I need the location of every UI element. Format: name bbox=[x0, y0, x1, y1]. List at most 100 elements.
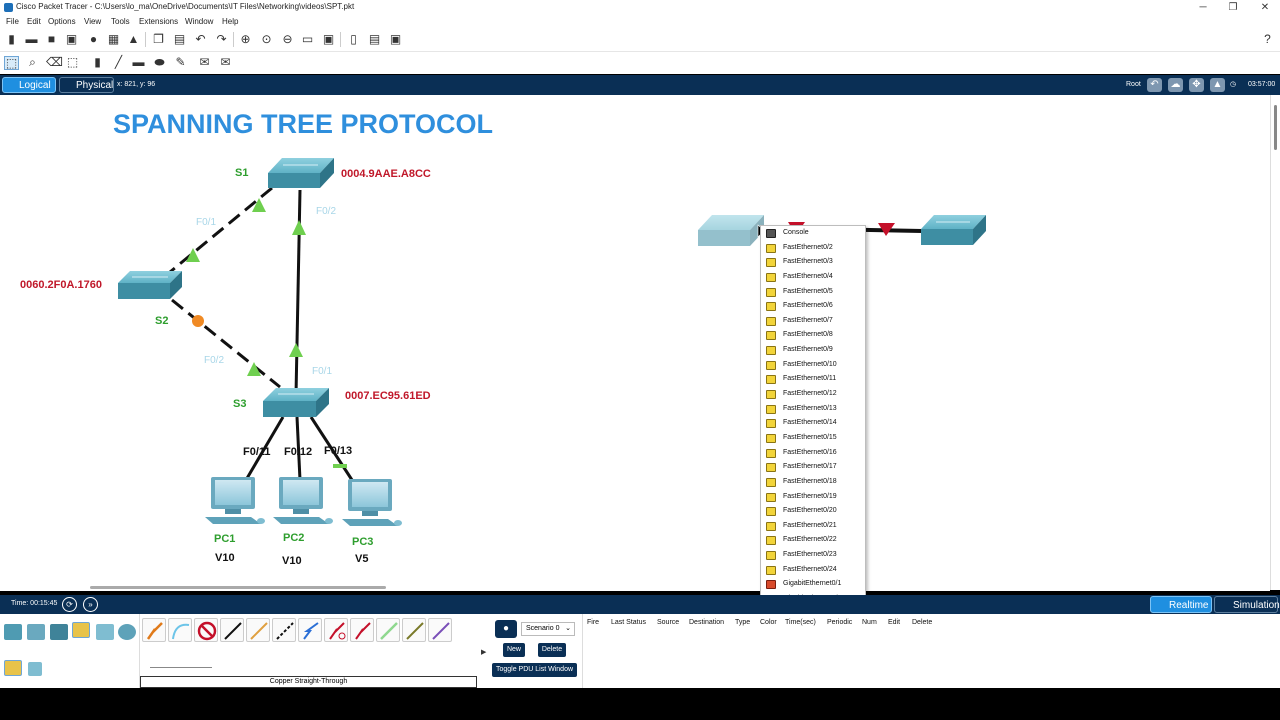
menu-view[interactable]: View bbox=[84, 17, 102, 26]
select-icon[interactable]: ⬚ bbox=[4, 56, 19, 70]
port-menu-item[interactable]: FastEthernet0/2 bbox=[761, 241, 865, 256]
menu-window[interactable]: Window bbox=[185, 17, 214, 26]
print-icon[interactable]: ▣ bbox=[65, 32, 78, 46]
paste-icon[interactable]: ▤ bbox=[173, 32, 186, 46]
col-source[interactable]: Source bbox=[657, 619, 680, 626]
port-menu-item[interactable]: GigabitEthernet0/1 bbox=[761, 577, 865, 592]
scenario-select[interactable]: Scenario 0 ⌄ bbox=[521, 622, 575, 636]
draw-ellipse-icon[interactable]: ⬬ bbox=[154, 55, 165, 69]
freeform-icon[interactable]: ✎ bbox=[175, 55, 186, 69]
port-menu-item[interactable]: FastEthernet0/8 bbox=[761, 328, 865, 343]
serial-dte-cable-icon[interactable] bbox=[350, 618, 374, 642]
menu-edit[interactable]: Edit bbox=[27, 17, 41, 26]
simple-pdu-icon[interactable]: ✉ bbox=[199, 55, 210, 69]
undo-icon[interactable]: ↶ bbox=[195, 32, 206, 46]
save-icon[interactable]: ■ bbox=[47, 32, 56, 46]
workspace-vertical-scrollbar[interactable] bbox=[1270, 95, 1280, 590]
cluster-icon[interactable]: ▯ bbox=[350, 32, 357, 46]
switch-s3[interactable] bbox=[263, 388, 329, 417]
crossover-cable-icon[interactable] bbox=[246, 618, 270, 642]
delete-scenario-button[interactable]: Delete bbox=[538, 643, 566, 657]
connections-icon[interactable] bbox=[72, 622, 90, 638]
menu-help[interactable]: Help bbox=[222, 17, 239, 26]
resize-icon[interactable]: ⬚ bbox=[66, 55, 79, 69]
port-menu-item[interactable]: FastEthernet0/7 bbox=[761, 314, 865, 329]
link-s2-s3[interactable] bbox=[171, 298, 281, 389]
switch-s1[interactable] bbox=[268, 158, 334, 188]
realtime-tab[interactable]: Realtime bbox=[1150, 596, 1212, 613]
port-menu-item[interactable]: FastEthernet0/6 bbox=[761, 299, 865, 314]
miscellaneous-icon[interactable] bbox=[96, 624, 114, 640]
network-wizard-icon[interactable]: ▦ bbox=[107, 32, 120, 46]
link-s3-pc3[interactable] bbox=[309, 416, 354, 481]
col-destination[interactable]: Destination bbox=[689, 619, 725, 626]
serial-dce-cable-icon[interactable] bbox=[324, 618, 348, 642]
menu-options[interactable]: Options bbox=[48, 17, 76, 26]
port-menu-item[interactable]: FastEthernet0/21 bbox=[761, 519, 865, 534]
col-delete[interactable]: Delete bbox=[912, 619, 933, 626]
col-edit[interactable]: Edit bbox=[888, 619, 901, 626]
menu-extensions[interactable]: Extensions bbox=[139, 17, 179, 26]
viewport-icon[interactable]: ▤ bbox=[368, 32, 381, 46]
redo-icon[interactable]: ↷ bbox=[216, 32, 227, 46]
switch-s2[interactable] bbox=[118, 271, 182, 299]
col-periodic[interactable]: Periodic bbox=[827, 619, 853, 626]
col-num[interactable]: Num bbox=[862, 619, 877, 626]
link-s3-pc2[interactable] bbox=[295, 416, 302, 481]
switch-right-b[interactable] bbox=[921, 215, 986, 245]
minimize-button[interactable]: ─ bbox=[1199, 2, 1207, 13]
port-menu-item[interactable]: FastEthernet0/4 bbox=[761, 270, 865, 285]
connections-subtype-icon[interactable] bbox=[4, 660, 22, 676]
components-icon[interactable] bbox=[50, 624, 68, 640]
fiber-cable-icon[interactable] bbox=[298, 618, 322, 642]
pc-3[interactable] bbox=[342, 479, 402, 526]
col-fire[interactable]: Fire bbox=[587, 619, 600, 626]
menu-file[interactable]: File bbox=[6, 17, 19, 26]
info-icon[interactable]: ● bbox=[89, 32, 98, 46]
port-menu-item[interactable]: FastEthernet0/5 bbox=[761, 285, 865, 300]
draw-rectangle-icon[interactable]: ▬ bbox=[132, 55, 145, 69]
link-s1-s3[interactable] bbox=[294, 189, 302, 396]
rollover-cable-icon[interactable] bbox=[272, 618, 296, 642]
port-menu-item[interactable]: FastEthernet0/14 bbox=[761, 416, 865, 431]
fast-forward-icon[interactable]: » bbox=[83, 597, 98, 612]
col-color[interactable]: Color bbox=[760, 619, 777, 626]
port-menu-item[interactable]: FastEthernet0/15 bbox=[761, 431, 865, 446]
multiuser-icon[interactable] bbox=[118, 624, 136, 640]
port-menu-item[interactable]: FastEthernet0/11 bbox=[761, 372, 865, 387]
zoom-in-icon[interactable]: ⊕ bbox=[240, 32, 251, 46]
activity-wizard-icon[interactable]: ▲ bbox=[127, 32, 140, 46]
switch-right-a[interactable] bbox=[698, 215, 764, 246]
port-menu-item[interactable]: FastEthernet0/20 bbox=[761, 504, 865, 519]
new-file-icon[interactable]: ▮ bbox=[8, 32, 15, 46]
port-menu-item[interactable]: FastEthernet0/9 bbox=[761, 343, 865, 358]
menu-tools[interactable]: Tools bbox=[111, 17, 130, 26]
end-devices-icon[interactable] bbox=[27, 624, 45, 640]
port-menu-item[interactable]: FastEthernet0/12 bbox=[761, 387, 865, 402]
cable-panel-scrollbar[interactable] bbox=[150, 667, 212, 668]
no-cable-icon[interactable] bbox=[194, 618, 218, 642]
port-menu-item[interactable]: FastEthernet0/24 bbox=[761, 563, 865, 578]
screenshot-icon[interactable]: ▣ bbox=[389, 32, 402, 46]
link-s1-s2[interactable] bbox=[169, 186, 273, 274]
console-cable-icon[interactable] bbox=[168, 618, 192, 642]
draw-line-icon[interactable]: ╱ bbox=[114, 55, 123, 69]
port-menu-item[interactable]: FastEthernet0/22 bbox=[761, 533, 865, 548]
copy-icon[interactable]: ❐ bbox=[153, 32, 164, 46]
zoom-out-icon[interactable]: ⊖ bbox=[282, 32, 293, 46]
port-menu-item[interactable]: Console bbox=[761, 226, 865, 241]
usb-cable-icon[interactable] bbox=[428, 618, 452, 642]
col-last-status[interactable]: Last Status bbox=[611, 619, 647, 626]
toggle-pdu-list-button[interactable]: Toggle PDU List Window bbox=[492, 663, 577, 677]
move-viewport-icon[interactable]: ✥ bbox=[1189, 78, 1204, 92]
port-menu-item[interactable]: FastEthernet0/13 bbox=[761, 402, 865, 417]
workspace-horizontal-scrollbar[interactable] bbox=[0, 583, 1270, 591]
simulation-tab[interactable]: Simulation bbox=[1214, 596, 1280, 613]
port-menu-item[interactable]: FastEthernet0/18 bbox=[761, 475, 865, 490]
physical-tab[interactable]: Physical bbox=[59, 77, 114, 93]
place-note-icon[interactable]: ▮ bbox=[94, 55, 101, 69]
port-menu-item[interactable]: FastEthernet0/17 bbox=[761, 460, 865, 475]
auto-cable-icon[interactable] bbox=[142, 618, 166, 642]
back-icon[interactable]: ↶ bbox=[1147, 78, 1162, 92]
coaxial-cable-icon[interactable] bbox=[376, 618, 400, 642]
